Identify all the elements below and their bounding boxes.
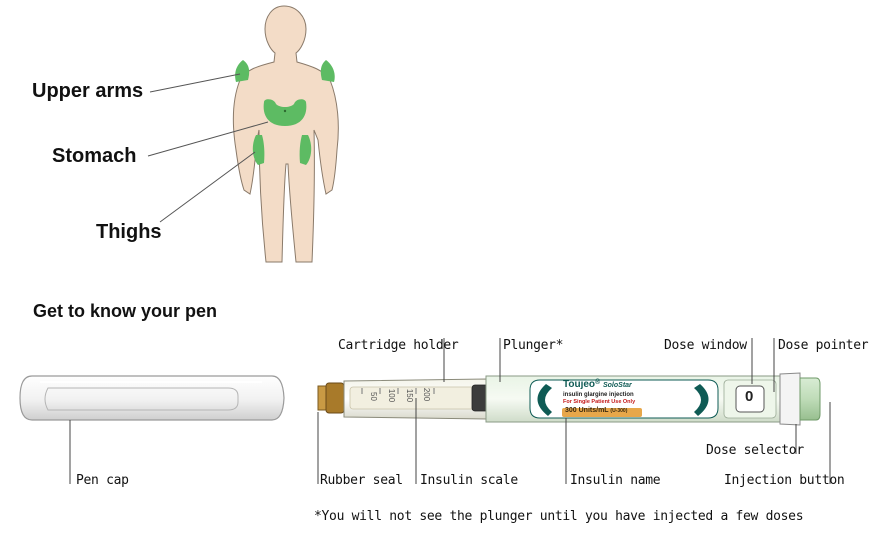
thighs-leader <box>159 151 256 223</box>
insulin-pen <box>317 372 821 426</box>
pen-label-line1: insulin glargine injection <box>563 392 634 398</box>
injection-button-shape <box>799 377 821 421</box>
pen-cap-shape <box>19 375 285 421</box>
insulin-scale-ticks <box>361 388 435 394</box>
stomach-leader <box>147 121 269 157</box>
dose-window-shape <box>735 385 765 413</box>
insulin-strength-band <box>562 408 642 417</box>
pen-cap <box>19 375 285 421</box>
scale-mark-200: 200 <box>422 387 432 402</box>
upper-arm-site-right <box>320 60 335 82</box>
pen-cap-clip <box>44 387 239 411</box>
part-leader-lines <box>69 338 831 484</box>
pen-label-strength-value: 300 Units/mL <box>565 407 609 414</box>
stomach-site <box>263 99 307 126</box>
dose-selector-shape <box>779 372 801 426</box>
scale-mark-100: 100 <box>387 388 397 403</box>
upper-arms-leader <box>149 73 241 93</box>
label-dose-selector: Dose selector <box>706 443 804 458</box>
body-silhouette <box>232 5 339 263</box>
pen-label-brand: Toujeo® SoloStar <box>563 379 632 390</box>
label-injection-button: Injection button <box>724 473 845 488</box>
pen-label-strength: 300 Units/mL (U-300) <box>565 407 627 414</box>
label-insulin-name: Insulin name <box>570 473 661 488</box>
label-dose-pointer: Dose pointer <box>778 338 869 353</box>
label-dose-window: Dose window <box>664 338 747 353</box>
pen-tip <box>325 382 345 414</box>
upper-arm-site-left <box>235 60 250 82</box>
pen-label-reg-mark: ® <box>595 379 601 386</box>
pen-section-heading: Get to know your pen <box>33 301 218 321</box>
site-label-thighs: Thighs <box>96 221 162 243</box>
pen-label-sub-brand: SoloStar <box>602 382 632 389</box>
label-cartridge-holder: Cartridge holder <box>338 338 459 353</box>
site-label-stomach: Stomach <box>52 145 137 167</box>
label-pen-cap: Pen cap <box>76 473 129 488</box>
label-plunger: Plunger* <box>503 338 564 353</box>
insulin-label-swoosh <box>537 384 552 416</box>
human-figure <box>232 5 339 263</box>
thigh-site-left <box>252 135 265 165</box>
label-insulin-scale: Insulin scale <box>420 473 518 488</box>
scale-mark-50: 50 <box>368 392 378 401</box>
pen-label-strength-code: (U-300) <box>610 408 628 414</box>
scale-mark-150: 150 <box>405 388 415 403</box>
thigh-site-right <box>299 135 312 165</box>
navel <box>283 109 287 113</box>
site-label-upper-arms: Upper arms <box>32 80 144 102</box>
insulin-label-swoosh-right <box>694 384 709 416</box>
label-rubber-seal: Rubber seal <box>320 473 403 488</box>
pen-label-line2: For Single Patient Use Only <box>563 399 636 405</box>
plunger-footnote: *You will not see the plunger until you … <box>314 509 804 524</box>
pen-label-brand-name: Toujeo <box>563 379 596 390</box>
dose-window-value: 0 <box>745 388 754 405</box>
